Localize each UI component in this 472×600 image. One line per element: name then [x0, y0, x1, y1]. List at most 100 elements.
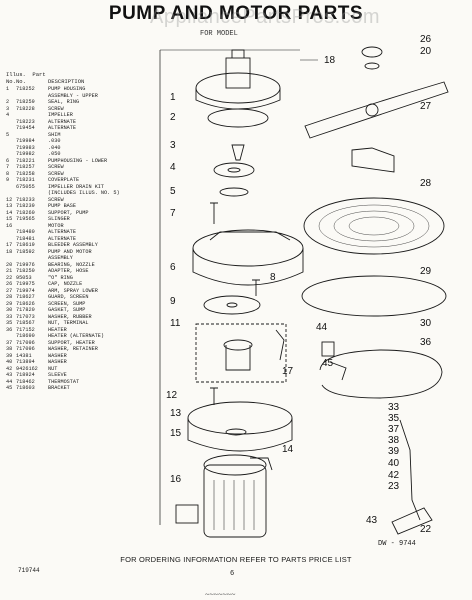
part-description: PUMPHOUSING - LOWER: [48, 157, 108, 164]
callout-40: 40: [388, 458, 400, 469]
callout-26: 26: [420, 34, 432, 45]
part-number: 718250: [16, 268, 35, 274]
col-part: Part: [32, 71, 46, 78]
part-number: 717820: [16, 307, 35, 313]
part-number: 14381: [16, 352, 32, 359]
table-row: 16 MOTOR: [6, 223, 128, 230]
callout-15: 15: [170, 428, 182, 439]
part-description: SCREW: [48, 170, 64, 177]
part-number: 717152: [16, 326, 35, 333]
callout-23: 23: [388, 481, 400, 492]
watermark: AppliancePartsPros.com: [150, 6, 380, 28]
part-description: ALTERNATE: [48, 229, 77, 235]
part-number: 718239: [16, 203, 35, 209]
part-description: .040: [48, 144, 61, 151]
part-description: "O" RING: [48, 274, 73, 281]
part-description: SCREW: [48, 196, 64, 203]
part-description: SCREW: [48, 105, 64, 112]
part-description: PUMP AND MOTOR: [48, 248, 92, 255]
table-row: 718481 ALTERNATE: [6, 236, 128, 243]
callout-44: 44: [316, 322, 328, 333]
part-description: PUMP BASE: [48, 203, 77, 209]
illus-number: 21: [6, 268, 13, 274]
part-number: 719982: [16, 151, 35, 157]
ordering-note: FOR ORDERING INFORMATION REFER TO PARTS …: [120, 555, 352, 564]
table-row: 719984.030: [6, 138, 128, 145]
callout-11: 11: [170, 318, 181, 329]
illus-number: 45: [6, 385, 13, 391]
part-number: 718223: [16, 118, 35, 125]
callout-35: 35: [388, 413, 400, 424]
page-number: 6: [230, 570, 235, 578]
illus-number: 9: [6, 177, 10, 183]
callout-33: 33: [388, 402, 400, 413]
part-number: 718481: [16, 235, 35, 242]
part-number: 719983: [16, 144, 35, 151]
table-row: 718480 ALTERNATE: [6, 229, 128, 236]
illus-number: 35: [6, 320, 13, 326]
illus-number: 26: [6, 281, 13, 287]
part-number: 718480: [16, 229, 35, 235]
table-row: 719982.050: [6, 151, 128, 158]
part-description: CAP, NOZZLE: [48, 281, 83, 287]
illus-number: 37: [6, 339, 13, 346]
part-description: SHIM: [48, 131, 61, 138]
table-row: (INCLUDES ILLUS. NO. 5): [6, 190, 128, 197]
part-description: SEAL, RING: [48, 99, 80, 105]
part-number: 9426162: [16, 365, 38, 372]
part-description: PUMP HOUSING: [48, 86, 86, 92]
part-description: MOTOR: [48, 222, 64, 229]
part-number: 718221: [16, 157, 35, 164]
part-description: ALTERNATE: [48, 235, 77, 242]
illus-number: 29: [6, 300, 13, 307]
callout-3: 3: [170, 140, 176, 151]
illus-number: 17: [6, 242, 13, 248]
callout-38: 38: [388, 435, 400, 446]
illus-number: 30: [6, 307, 13, 313]
part-number: 718626: [16, 300, 35, 307]
part-number: 717073: [16, 313, 35, 320]
illus-number: 12: [6, 196, 13, 203]
part-number: 95053: [16, 274, 32, 281]
table-row: ASSEMBLY: [6, 255, 128, 262]
illus-number: 6: [6, 157, 10, 164]
illus-number: 8: [6, 170, 10, 177]
part-number: 718592: [16, 248, 35, 255]
part-description: ARM, SPRAY LOWER: [48, 287, 98, 294]
table-row: 6 718221 PUMPHOUSING - LOWER: [6, 158, 128, 165]
illus-number: 13: [6, 203, 13, 209]
part-description: BLEEDER ASSEMBLY: [48, 242, 98, 248]
part-description: SCREW: [48, 164, 64, 170]
callout-28: 28: [420, 178, 432, 189]
part-description: ADAPTER, HOSE: [48, 268, 89, 274]
illus-number: 16: [6, 222, 13, 229]
callout-39: 39: [388, 446, 400, 457]
part-number: 718231: [16, 177, 35, 183]
illus-number: 39: [6, 352, 13, 359]
table-row: 719983 .040: [6, 145, 128, 152]
page-title: PUMP AND MOTOR PARTS: [108, 3, 364, 24]
model-line: FOR MODEL: [200, 30, 238, 38]
part-description: ALTERNATE: [48, 125, 77, 131]
part-description: NUT: [48, 365, 58, 372]
part-number: 718690: [16, 333, 35, 339]
part-number: 718252: [16, 86, 35, 92]
part-description: HEATER: [48, 326, 67, 333]
callout-13: 13: [170, 408, 182, 419]
callout-5: 5: [170, 186, 176, 197]
